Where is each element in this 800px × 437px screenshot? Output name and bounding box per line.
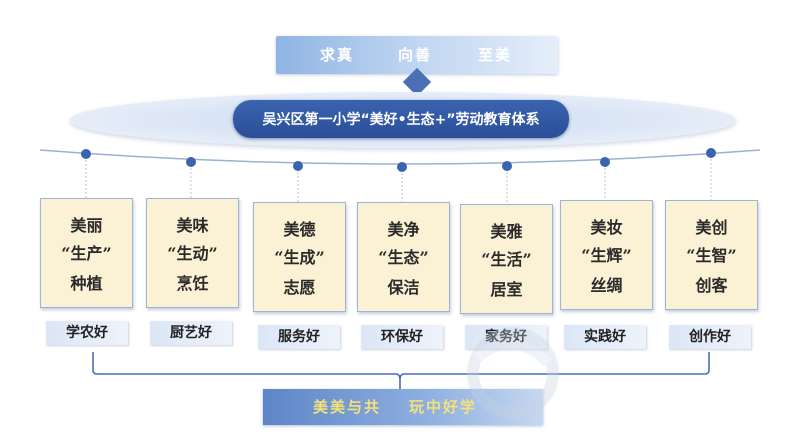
- node-dot-3: [293, 161, 303, 171]
- card-line-1: 美创: [695, 218, 728, 237]
- card-maker: 美创 “生智” 创客: [665, 200, 758, 310]
- tag-cooking: 厨艺好: [150, 321, 232, 345]
- slogan-text-1: 美美与共: [313, 398, 382, 416]
- card-line-2: “生态”: [378, 248, 429, 267]
- card-line-3: 保洁: [387, 278, 420, 297]
- card-line-2: “生成”: [274, 248, 325, 267]
- card-volunteer: 美德 “生成” 志愿: [253, 202, 346, 312]
- node-dot-6: [600, 157, 610, 167]
- card-line-1: 美雅: [490, 222, 523, 241]
- motto-banner: 求真 向善 至美: [276, 36, 558, 74]
- slogan-banner: 美美与共 玩中好学: [263, 389, 543, 425]
- card-line-1: 美净: [387, 220, 420, 239]
- node-dot-2: [186, 157, 196, 167]
- card-planting: 美丽 “生产” 种植: [40, 198, 133, 308]
- tag-farming: 学农好: [46, 321, 128, 345]
- card-cleaning: 美净 “生态” 保洁: [357, 202, 450, 312]
- tag-eco: 环保好: [361, 325, 443, 349]
- card-line-1: 美妆: [590, 218, 623, 237]
- card-line-2: “生智”: [686, 246, 737, 265]
- bottom-bracket: [92, 352, 710, 381]
- card-line-1: 美味: [176, 216, 209, 235]
- card-line-2: “生动”: [167, 244, 218, 263]
- card-line-3: 烹饪: [176, 274, 209, 293]
- main-title: 吴兴区第一小学“美好•生态+”劳动教育体系: [262, 112, 540, 128]
- card-line-3: 创客: [695, 276, 728, 295]
- card-line-3: 丝绸: [590, 276, 623, 295]
- main-title-pill: 吴兴区第一小学“美好•生态+”劳动教育体系: [233, 100, 569, 138]
- tag-creation: 创作好: [669, 325, 751, 349]
- motto-text-3: 至美: [478, 46, 513, 64]
- node-dot-1: [81, 149, 91, 159]
- tag-service: 服务好: [258, 325, 340, 349]
- node-dot-7: [706, 148, 716, 158]
- node-dot-4: [397, 162, 407, 172]
- card-silk: 美妆 “生辉” 丝绸: [560, 200, 653, 310]
- card-housework: 美雅 “生活” 居室: [460, 204, 553, 314]
- card-line-2: “生活”: [481, 250, 532, 269]
- card-line-2: “生产”: [61, 244, 112, 263]
- connector-arc: [39, 149, 761, 165]
- motto-text-1: 求真: [320, 46, 355, 64]
- card-line-1: 美丽: [70, 216, 103, 235]
- tag-practice: 实践好: [564, 325, 646, 349]
- card-line-1: 美德: [283, 220, 316, 239]
- motto-text-2: 向善: [398, 46, 433, 64]
- card-line-2: “生辉”: [581, 246, 632, 265]
- watermark-logo: [467, 327, 559, 419]
- slogan-text-2: 玩中好学: [409, 398, 478, 416]
- card-line-3: 种植: [70, 274, 103, 293]
- node-dot-5: [502, 161, 512, 171]
- card-cooking: 美味 “生动” 烹饪: [146, 198, 239, 308]
- tag-housework: 家务好: [465, 325, 547, 349]
- card-line-3: 居室: [490, 280, 523, 299]
- card-line-3: 志愿: [283, 278, 316, 297]
